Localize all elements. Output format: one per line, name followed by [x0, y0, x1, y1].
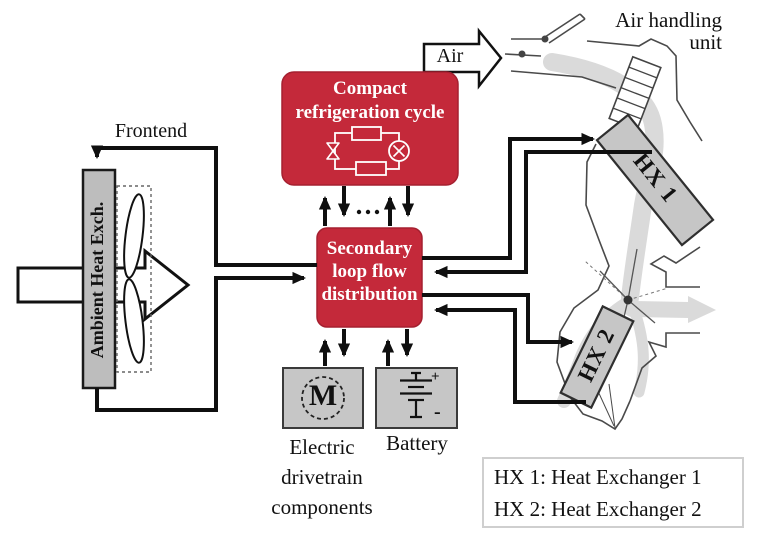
air-handling-unit-line2: unit	[689, 30, 722, 54]
motor-symbol-label: M	[308, 379, 338, 412]
slfd-line2: loop flow	[332, 261, 407, 282]
air-handling-unit-label: Air handling unit	[596, 9, 722, 53]
electric-drivetrain-caption: Electric drivetrain components	[250, 432, 394, 522]
battery-plus-sign: +	[431, 369, 440, 385]
pipe-hx2-return	[433, 303, 586, 404]
slfd-line3: distribution	[321, 284, 418, 305]
legend-line1: HX 1: Heat Exchanger 1	[494, 465, 702, 489]
evaporator-icon	[355, 161, 387, 176]
electric-caption-line3: components	[271, 495, 373, 519]
battery-caption: Battery	[386, 431, 448, 455]
air-label: Air	[436, 45, 464, 67]
damper-hinge-dot	[541, 35, 549, 43]
hx1-box	[595, 113, 715, 247]
legend-line2: HX 2: Heat Exchanger 2	[494, 497, 702, 521]
expansion-valve-icon	[326, 142, 340, 160]
airflow-exit-path	[624, 301, 696, 318]
electric-caption-line2: drivetrain	[281, 465, 363, 489]
compressor-icon	[388, 140, 410, 162]
compact-refrigeration-cycle-label: Compact refrigeration cycle	[283, 77, 457, 125]
secondary-loop-box	[316, 227, 423, 328]
legend-box: HX 1: Heat Exchanger 1 HX 2: Heat Exchan…	[482, 457, 744, 528]
battery-minus-sign: -	[434, 401, 441, 423]
secondary-loop-label: Secondary loop flow distribution	[317, 237, 422, 306]
ambient-heat-exchanger-box	[81, 168, 117, 390]
airflow-exit-arrowhead	[688, 296, 716, 323]
pipe-hx2-supply	[422, 293, 575, 349]
battery-icon	[400, 371, 432, 419]
fan-shroud	[116, 185, 152, 373]
ambient-heat-exchanger-label: Ambient Heat Exch.	[87, 201, 107, 359]
ellipsis-dots	[356, 209, 380, 215]
air-handling-unit-line1: Air handling	[615, 8, 722, 32]
pipe-frontend-supply	[90, 145, 317, 267]
crc-line2: refrigeration cycle	[295, 102, 445, 123]
motor-icon	[301, 376, 345, 420]
condenser-icon	[351, 126, 382, 141]
pipe-frontend-return	[95, 271, 307, 412]
refrigeration-cycle-schematic	[326, 126, 410, 176]
electric-caption-line1: Electric	[289, 435, 355, 459]
recirculation-hinge-dot	[518, 50, 526, 58]
damper-flap	[544, 13, 581, 38]
pipe-hx1-supply	[422, 132, 596, 260]
electric-drivetrain-box	[282, 367, 364, 429]
slfd-line1: Secondary	[326, 238, 413, 259]
crc-line1: Compact	[333, 78, 407, 99]
fan-icon	[123, 193, 145, 364]
pipe-hx1-return	[433, 150, 652, 279]
coolant-pipes	[90, 132, 652, 412]
frontend-label: Frontend	[114, 120, 188, 142]
